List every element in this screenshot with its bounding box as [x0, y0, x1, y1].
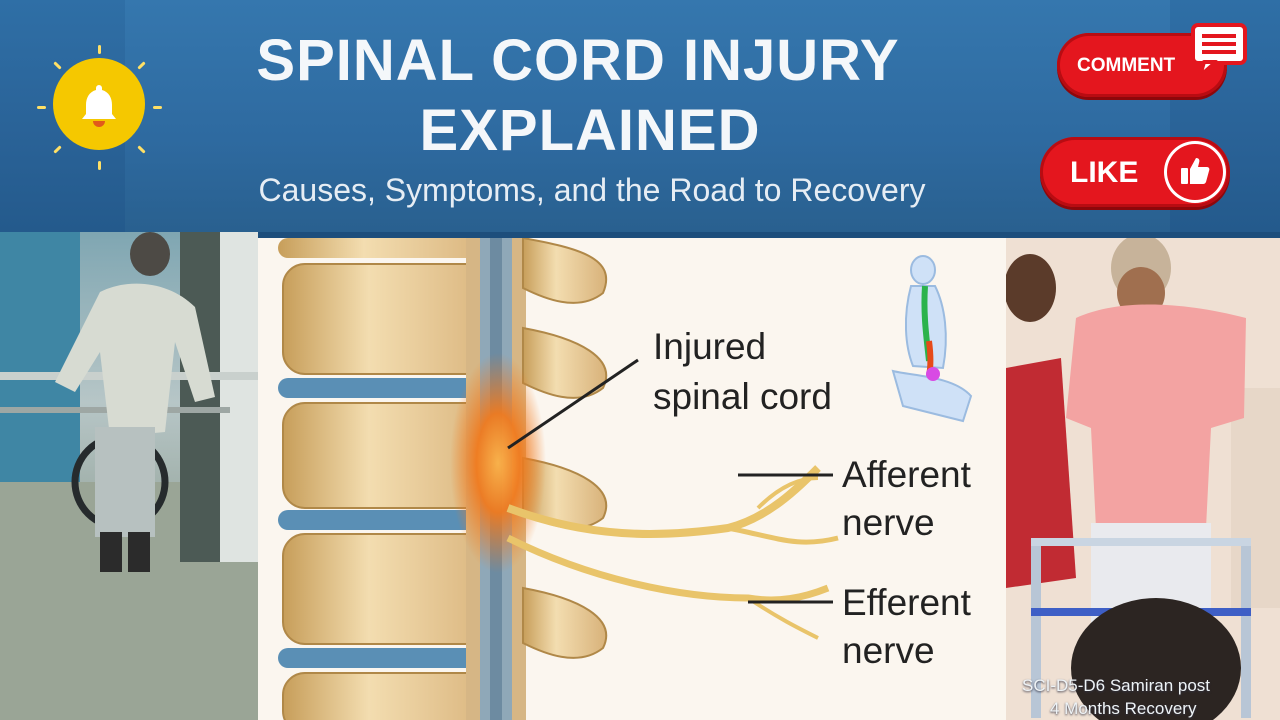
- patient-walking-photo: [0, 232, 258, 720]
- comment-button-label: COMMENT: [1077, 55, 1176, 76]
- hospital-corridor-scene: [0, 232, 258, 720]
- efferent-label-2: nerve: [842, 630, 935, 671]
- main-title-line-2: EXPLAINED: [419, 98, 761, 163]
- thumbs-up-icon: [1181, 158, 1210, 184]
- recovery-caption-line-2: 4 Months Recovery: [1050, 699, 1197, 718]
- afferent-label-1: Afferent: [842, 454, 971, 495]
- afferent-label-2: nerve: [842, 502, 935, 543]
- injured-label-2: spinal cord: [653, 376, 832, 417]
- subtitle: Causes, Symptoms, and the Road to Recove…: [258, 172, 926, 208]
- header-banner: [0, 0, 1280, 232]
- rehab-walker-scene: [1006, 238, 1280, 720]
- efferent-label-1: Efferent: [842, 582, 971, 623]
- body-spine-icon: [891, 255, 973, 423]
- injured-label-1: Injured: [653, 326, 767, 367]
- notification-bell-button[interactable]: [37, 45, 163, 170]
- header-title-panel: [125, 0, 1170, 232]
- patient-recovery-photo: SCI-D5-D6 Samiran post 4 Months Recovery: [1006, 238, 1280, 720]
- main-title-line-1: SPINAL CORD INJURY: [256, 28, 900, 93]
- like-icon-circle: [1164, 141, 1226, 203]
- bell-icon: [82, 85, 116, 127]
- like-button[interactable]: LIKE: [1040, 137, 1230, 207]
- like-button-label: LIKE: [1070, 156, 1139, 189]
- recovery-caption-line-1: SCI-D5-D6 Samiran post: [1022, 676, 1211, 695]
- spine-anatomy-drawing: [278, 238, 973, 720]
- comment-bubble-icon: [1191, 23, 1247, 78]
- spinal-cord-illustration: Injured spinal cord Afferent nerve Effer…: [258, 238, 1006, 720]
